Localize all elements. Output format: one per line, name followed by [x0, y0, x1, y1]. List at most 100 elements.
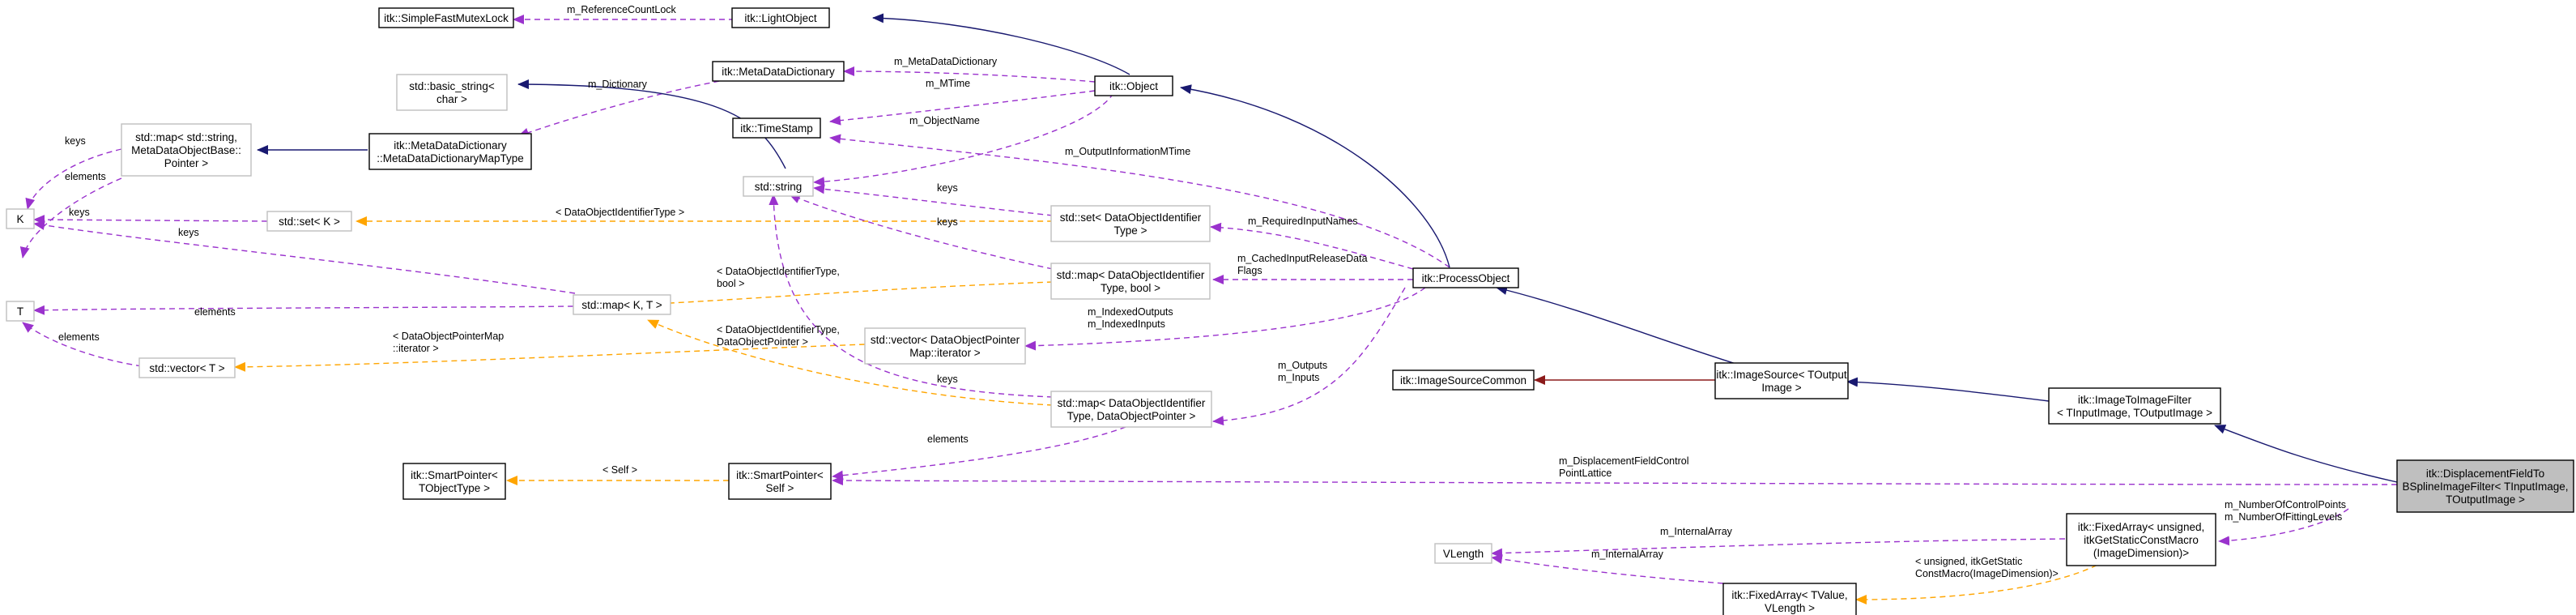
edge-unsigned-macro [1855, 560, 2106, 604]
edge-numberofcontrol [2218, 508, 2349, 546]
label-dopm-iter: < DataObjectPointerMap::iterator > [393, 331, 504, 354]
node-object[interactable]: itk::Object [1094, 75, 1173, 96]
edge-label-line: m_RequiredInputNames [1248, 216, 1358, 227]
node-label: Type, DataObjectPointer > [1067, 410, 1196, 422]
node-imagesourcecommon[interactable]: itk::ImageSourceCommon [1392, 369, 1535, 391]
node-label: std::map< DataObjectIdentifier [1057, 269, 1205, 281]
label-doit-dop: < DataObjectIdentifierType,DataObjectPoi… [717, 324, 840, 348]
edge-label-line: m_Outputs [1278, 360, 1327, 371]
node-label: std::string [755, 181, 803, 193]
label-keys-6: keys [937, 374, 958, 385]
node-label: TOutputImage > [2446, 493, 2525, 506]
node-smartpointer-tobj[interactable]: itk::SmartPointer<TObjectType > [402, 463, 506, 500]
edge-label-line: bool > [717, 278, 744, 289]
node-label: itk::MetaDataDictionary [394, 139, 507, 152]
node-fixedarray-unsigned[interactable]: itk::FixedArray< unsigned,itkGetStaticCo… [2066, 513, 2216, 566]
label-doit-1: < DataObjectIdentifierType > [556, 207, 684, 218]
node-vector-dopm[interactable]: std::vector< DataObjectPointerMap::itera… [864, 327, 1026, 365]
node-smartpointer-self[interactable]: itk::SmartPointer<Self > [728, 463, 832, 500]
edge-label-line: m_OutputInformationMTime [1065, 146, 1190, 157]
node-label: Map::iterator > [909, 347, 981, 359]
node-t[interactable]: T [6, 301, 35, 322]
node-map-doit-dop[interactable]: std::map< DataObjectIdentifierType, Data… [1050, 391, 1212, 428]
edge-label-line: m_Inputs [1278, 372, 1319, 383]
edge-label-line: < DataObjectIdentifierType, [717, 324, 840, 335]
edge-objectname [813, 92, 1114, 187]
node-label: TObjectType > [419, 482, 490, 494]
node-label: itk::MetaDataDictionary [722, 66, 835, 78]
edge-label-line: m_NumberOfControlPoints [2225, 499, 2346, 510]
node-stdstring[interactable]: std::string [743, 176, 814, 197]
edge-object-inherits-lightobject [872, 13, 1130, 75]
edge-label-line: keys [937, 374, 958, 385]
node-imagesource[interactable]: itk::ImageSource< TOutputImage > [1714, 362, 1849, 399]
node-k[interactable]: K [6, 208, 35, 229]
node-lightobject[interactable]: itk::LightObject [731, 7, 830, 28]
edge-label-line: Flags [1237, 265, 1262, 276]
node-label: itk::SmartPointer< [411, 469, 498, 481]
edge-label-line: keys [65, 135, 86, 147]
node-label: itk::SmartPointer< [736, 469, 824, 481]
node-displacementfield[interactable]: itk::DisplacementFieldToBSplineImageFilt… [2396, 459, 2574, 513]
edge-label-line: < unsigned, itkGetStatic [1915, 556, 2022, 567]
edge-label-line: elements [65, 171, 106, 182]
node-label: std::map< K, T > [581, 299, 662, 311]
edge-label-line: m_IndexedInputs [1088, 318, 1165, 330]
node-label: std::map< DataObjectIdentifier [1058, 397, 1206, 409]
edge-label-line: m_DisplacementFieldControl [1559, 455, 1688, 467]
node-timestamp[interactable]: itk::TimeStamp [732, 117, 821, 139]
node-stdmap-string[interactable]: std::map< std::string,MetaDataObjectBase… [121, 123, 252, 177]
label-m-objectname: m_ObjectName [909, 115, 980, 126]
node-label: BSplineImageFilter< TInputImage, [2403, 480, 2569, 493]
edge-keys-stdstring-3 [769, 194, 1054, 398]
label-elements-4: elements [927, 433, 969, 445]
edge-outputinformationmtime [829, 134, 1450, 268]
node-label: itk::TimeStamp [740, 122, 813, 135]
edge-displacementfield-inherits-i2i [2214, 425, 2398, 483]
node-processobject[interactable]: itk::ProcessObject [1412, 267, 1519, 288]
label-m-outputinformationmtime: m_OutputInformationMTime [1065, 146, 1190, 157]
node-label: itkGetStaticConstMacro [2084, 534, 2199, 546]
edge-label-line: keys [937, 182, 958, 194]
node-label: itk::ImageToImageFilter [2078, 394, 2192, 406]
node-set-doit[interactable]: std::set< DataObjectIdentifierType > [1050, 205, 1211, 242]
node-basicstring[interactable]: std::basic_string<char > [396, 74, 508, 111]
edge-processobject-inherits-object [1180, 84, 1450, 268]
node-label: itk::LightObject [744, 12, 817, 24]
edge-keys-k [25, 148, 122, 210]
node-simplefastmutexlock[interactable]: itk::SimpleFastMutexLock [378, 7, 514, 28]
label-keys-3: keys [178, 227, 199, 238]
node-imagetoimagefilter[interactable]: itk::ImageToImageFilter< TInputImage, TO… [2048, 387, 2221, 425]
edge-label-line: m_ObjectName [909, 115, 980, 126]
node-vectort[interactable]: std::vector< T > [138, 357, 236, 378]
node-setk[interactable]: std::set< K > [266, 211, 352, 232]
edge-stdstring-inherits-basicstring [517, 79, 786, 169]
node-fixedarray-tvalue[interactable]: itk::FixedArray< TValue,VLength > [1722, 583, 1857, 615]
label-keys-1: keys [65, 135, 86, 147]
edge-indexed [1024, 287, 1426, 351]
edge-label-line: elements [194, 306, 236, 318]
node-label: itk::FixedArray< TValue, [1731, 589, 1847, 601]
edge-keys-setk [33, 215, 268, 225]
node-label: std::map< std::string, [135, 131, 237, 143]
node-label: MetaDataObjectBase:: [131, 144, 241, 156]
node-label: std::vector< T > [149, 362, 224, 374]
edge-label-line: m_CachedInputReleaseData [1237, 253, 1368, 264]
label-m-referencecountlock: m_ReferenceCountLock [567, 4, 677, 15]
edge-label-line: ConstMacro(ImageDimension)> [1915, 568, 2059, 579]
edge-keys-stdstring-2 [789, 194, 1054, 270]
node-mapkt[interactable]: std::map< K, T > [573, 294, 671, 315]
node-label: char > [436, 93, 467, 105]
node-label: std::basic_string< [409, 80, 495, 92]
node-map-doit-bool[interactable]: std::map< DataObjectIdentifierType, bool… [1050, 263, 1211, 300]
edge-label-line: m_IndexedOutputs [1088, 306, 1173, 318]
edge-label-line: keys [937, 216, 958, 228]
edge-label-line: keys [178, 227, 199, 238]
edge-doit-dop [647, 319, 1054, 406]
label-keys-2: keys [69, 207, 90, 218]
node-metadatadictionary[interactable]: itk::MetaDataDictionary [712, 61, 845, 82]
node-label: Image > [1761, 382, 1801, 394]
node-mdd-maptype[interactable]: itk::MetaDataDictionary::MetaDataDiction… [368, 133, 532, 170]
node-vlength[interactable]: VLength [1434, 543, 1492, 564]
